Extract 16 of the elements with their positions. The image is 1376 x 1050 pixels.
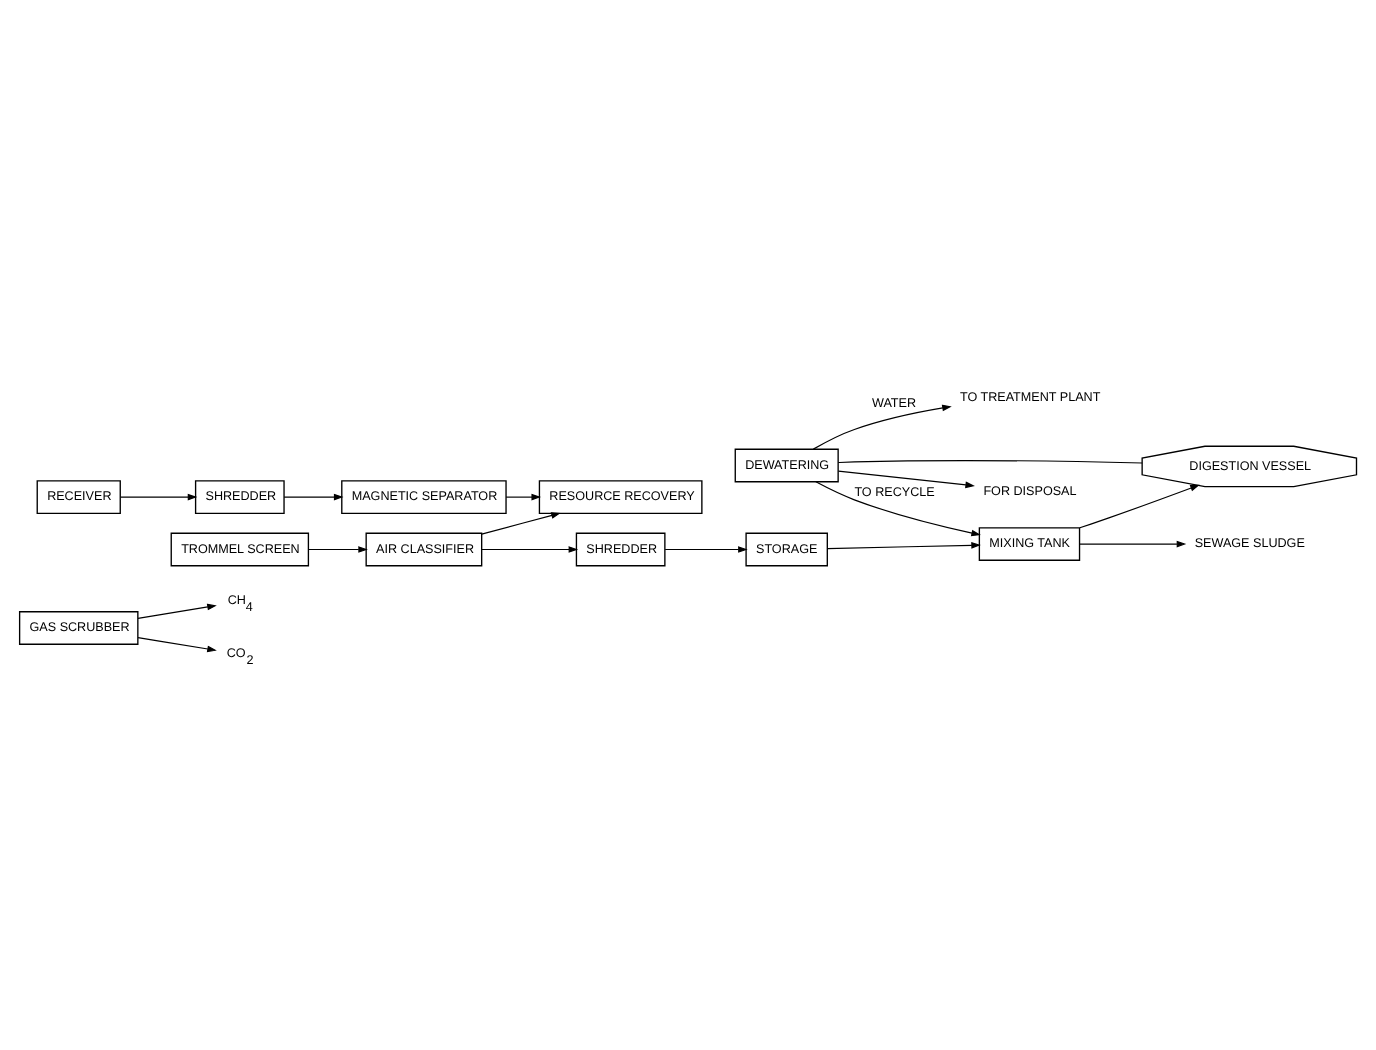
arrow	[308, 545, 368, 552]
arrow	[837, 469, 975, 488]
arrow	[283, 492, 344, 500]
arrow	[481, 545, 579, 552]
arrow	[137, 636, 217, 652]
arrow	[1079, 539, 1187, 547]
arrow	[120, 492, 198, 500]
arrow	[505, 492, 542, 500]
arrow	[826, 540, 981, 549]
arrow	[481, 511, 561, 534]
arrow	[664, 545, 748, 552]
arrow	[1079, 483, 1200, 528]
arrow	[812, 403, 952, 449]
arrow	[815, 480, 981, 536]
connector	[837, 459, 1143, 463]
arrow	[137, 602, 217, 618]
